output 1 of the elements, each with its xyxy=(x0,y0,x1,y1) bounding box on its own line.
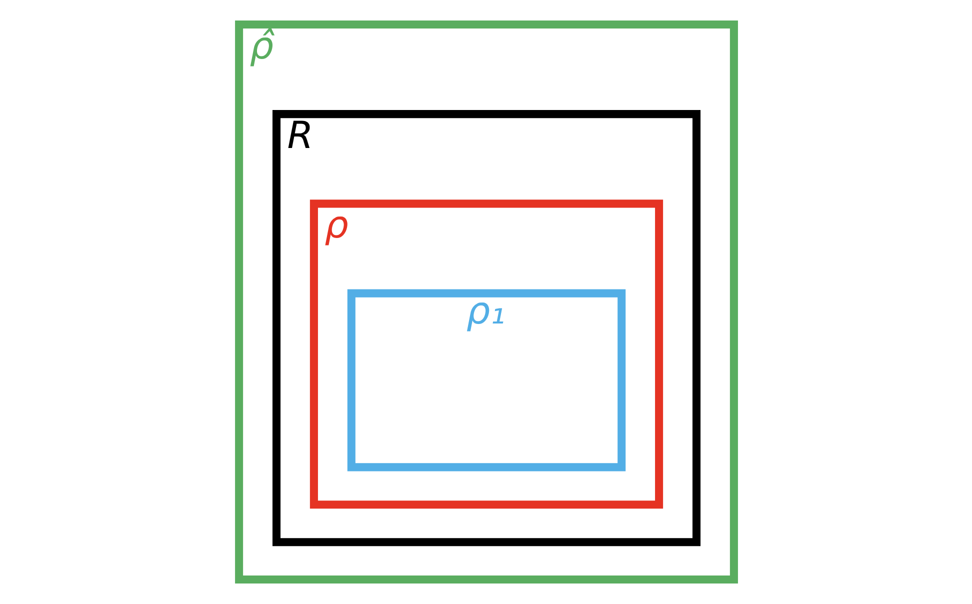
node-box: ρ₁ xyxy=(346,289,626,472)
